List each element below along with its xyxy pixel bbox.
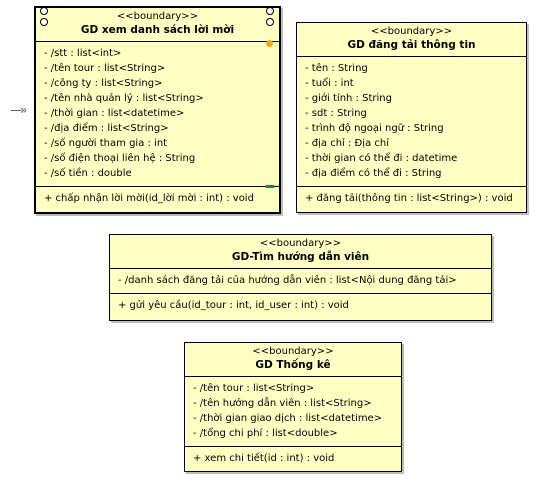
attribute: - /stt : list<int> — [44, 48, 122, 59]
operation: + chấp nhận lời mời(id_lời mời : int) : … — [44, 193, 254, 204]
class-gd-dang-tai-thong-tin[interactable]: <<boundary>> GD đăng tải thông tin - tên… — [296, 22, 527, 213]
attribute: - /danh sách đăng tải của hướng dẫn viên… — [118, 275, 457, 286]
attribute: - /công ty : list<String> — [44, 78, 163, 89]
attribute: - /tên hướng dẫn viên : list<String> — [193, 398, 372, 409]
class-name: GD-Tìm hướng dẫn viên — [231, 251, 370, 263]
attribute: - /địa điểm : list<String> — [44, 123, 169, 134]
class-header: <<boundary>> GD đăng tải thông tin — [297, 23, 526, 57]
class-name: GD Thống kê — [255, 359, 331, 371]
resize-handle-bottom-left[interactable] — [40, 18, 48, 26]
connector-point[interactable] — [266, 40, 273, 47]
class-operations: + đăng tải(thông tin : list<String>) : v… — [297, 187, 526, 210]
class-operations: + xem chi tiết(id : int) : void — [185, 447, 401, 470]
attribute: - thời gian có thể đi : datetime — [305, 153, 458, 164]
resize-handle-top-right[interactable] — [266, 7, 274, 15]
attribute: - /thời gian giao dịch : list<datetime> — [193, 413, 383, 424]
class-attributes: - /tên tour : list<String> - /tên hướng … — [185, 377, 401, 447]
class-operations: + gửi yêu cầu(id_tour : int, id_user : i… — [110, 294, 491, 317]
resize-handle-top-left[interactable] — [40, 7, 48, 15]
class-attributes: - /danh sách đăng tải của hướng dẫn viên… — [110, 269, 491, 294]
attribute: - /số người tham gia : int — [44, 138, 168, 149]
class-stereotype: <<boundary>> — [259, 238, 342, 249]
attribute: - /tên tour : list<String> — [193, 383, 315, 394]
class-stereotype: <<boundary>> — [370, 26, 453, 37]
attribute: - giới tính : String — [305, 93, 392, 104]
class-header: <<boundary>> GD-Tìm hướng dẫn viên — [110, 235, 491, 269]
attribute: - sdt : String — [305, 108, 367, 119]
class-stereotype: <<boundary>> — [116, 11, 199, 22]
attribute: - tên : String — [305, 63, 368, 74]
operation: + đăng tải(thông tin : list<String>) : v… — [305, 193, 513, 204]
class-name: GD xem danh sách lời mời — [80, 24, 235, 36]
attribute: - /tên tour : list<String> — [44, 63, 166, 74]
class-attributes: - /stt : list<int> - /tên tour : list<St… — [36, 42, 279, 187]
attribute: - /thời gian : list<datetime> — [44, 108, 185, 119]
attribute: - /tên nhà quản lý : list<String> — [44, 93, 204, 104]
anchor-marker[interactable] — [266, 185, 274, 188]
attribute: - /tổng chi phí : list<double> — [193, 428, 338, 439]
attribute: - tuổi : int — [305, 78, 354, 89]
operation: + gửi yêu cầu(id_tour : int, id_user : i… — [118, 300, 349, 311]
class-header: <<boundary>> GD xem danh sách lời mời — [36, 8, 279, 42]
attribute: - /số điện thoại liên hệ : String — [44, 153, 196, 164]
attribute: - địa chỉ : Địa chỉ — [305, 138, 390, 149]
operation: + xem chi tiết(id : int) : void — [193, 453, 335, 464]
class-gd-tim-huong-dan-vien[interactable]: <<boundary>> GD-Tìm hướng dẫn viên - /da… — [109, 234, 492, 321]
attribute: - địa điểm có thể đi : String — [305, 168, 442, 179]
attribute: - trình độ ngoại ngữ : String — [305, 123, 444, 134]
class-header: <<boundary>> GD Thống kê — [185, 343, 401, 377]
class-gd-xem-danh-sach-loi-moi[interactable]: <<boundary>> GD xem danh sách lời mời - … — [34, 6, 281, 214]
class-stereotype: <<boundary>> — [252, 346, 334, 357]
class-name: GD đăng tải thông tin — [347, 39, 476, 51]
class-attributes: - tên : String - tuổi : int - giới tính … — [297, 57, 526, 187]
class-gd-thong-ke[interactable]: <<boundary>> GD Thống kê - /tên tour : l… — [184, 342, 402, 472]
association-arrow-icon: —» — [10, 103, 27, 117]
class-operations: + chấp nhận lời mời(id_lời mời : int) : … — [36, 187, 279, 210]
resize-handle-bottom-right[interactable] — [266, 18, 274, 26]
attribute: - /số tiền : double — [44, 168, 132, 179]
